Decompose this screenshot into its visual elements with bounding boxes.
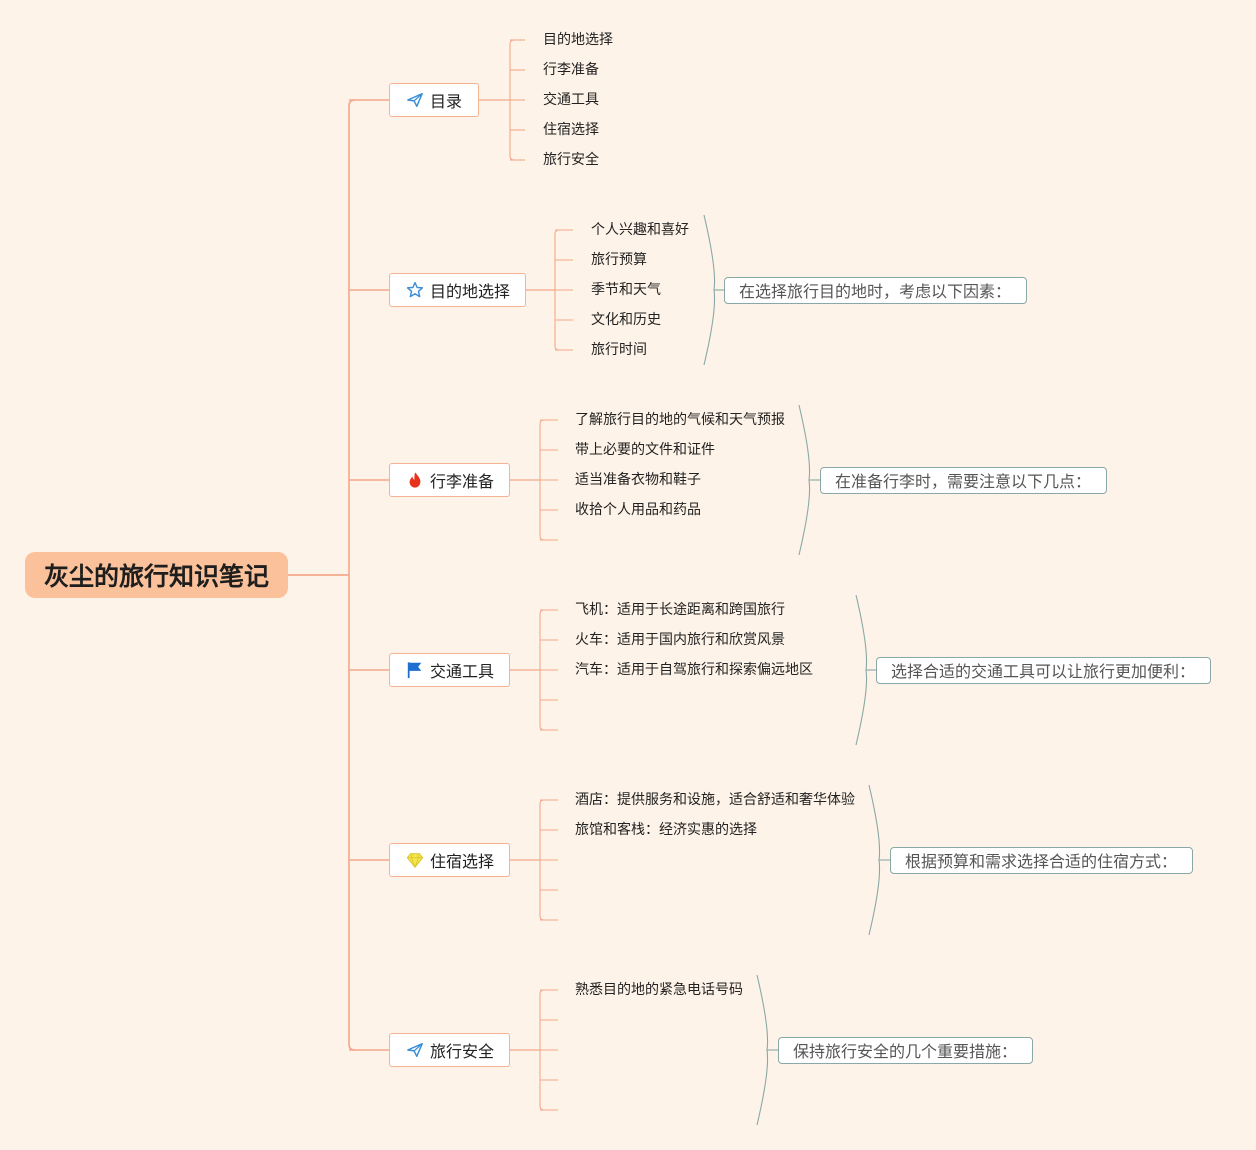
summary-text: 在选择旅行目的地时，考虑以下因素： <box>739 282 1012 301</box>
subtopic[interactable]: 文化和历史 <box>591 312 661 328</box>
subtopic[interactable]: 旅行安全 <box>543 152 599 168</box>
topic-label: 旅行安全 <box>430 1042 495 1061</box>
summary-box[interactable]: 根据预算和需求选择合适的住宿方式： <box>890 846 1193 874</box>
topic-label: 行李准备 <box>430 472 495 491</box>
subtopic[interactable]: 旅馆和客栈：经济实惠的选择 <box>575 822 757 838</box>
subtopic[interactable]: 收拾个人用品和药品 <box>575 502 701 518</box>
topic-5[interactable]: 旅行安全 <box>389 1033 510 1067</box>
topic-4[interactable]: 住宿选择 <box>389 843 510 877</box>
summary-brace <box>855 594 868 746</box>
summary-text: 选择合适的交通工具可以让旅行更加便利： <box>891 662 1196 681</box>
topic-1[interactable]: 目的地选择 <box>389 273 526 307</box>
subtopic[interactable]: 汽车：适用于自驾旅行和探索偏远地区 <box>575 662 813 678</box>
root-title: 灰尘的旅行知识笔记 <box>43 562 269 591</box>
subtopic[interactable]: 个人兴趣和喜好 <box>591 222 689 238</box>
topic-label: 目录 <box>430 92 463 111</box>
paper-plane-icon <box>406 91 424 109</box>
subtopic[interactable]: 目的地选择 <box>543 32 613 48</box>
summary-box[interactable]: 保持旅行安全的几个重要措施： <box>778 1036 1033 1064</box>
summary-text: 保持旅行安全的几个重要措施： <box>793 1042 1018 1061</box>
summary-box[interactable]: 选择合适的交通工具可以让旅行更加便利： <box>876 656 1211 684</box>
summary-brace <box>868 784 881 936</box>
summary-brace <box>756 974 769 1126</box>
root-topic[interactable]: 灰尘的旅行知识笔记 <box>25 552 288 598</box>
summary-brace <box>798 404 811 556</box>
fire-icon <box>406 471 424 489</box>
subtopic[interactable]: 熟悉目的地的紧急电话号码 <box>575 982 743 998</box>
summary-text: 在准备行李时，需要注意以下几点： <box>835 472 1092 491</box>
subtopic[interactable]: 适当准备衣物和鞋子 <box>575 472 701 488</box>
topic-2[interactable]: 行李准备 <box>389 463 510 497</box>
subtopic[interactable]: 旅行预算 <box>591 252 647 268</box>
subtopic[interactable]: 住宿选择 <box>543 122 599 138</box>
diamond-icon <box>406 851 424 869</box>
topic-label: 交通工具 <box>430 662 495 681</box>
subtopic[interactable]: 了解旅行目的地的气候和天气预报 <box>575 412 785 428</box>
trunk-line <box>348 99 356 1051</box>
subtopic[interactable]: 酒店：提供服务和设施，适合舒适和奢华体验 <box>575 792 855 808</box>
subtopic[interactable]: 火车：适用于国内旅行和欣赏风景 <box>575 632 785 648</box>
flag-icon <box>406 661 424 679</box>
subtopic[interactable]: 飞机：适用于长途距离和跨国旅行 <box>575 602 785 618</box>
summary-text: 根据预算和需求选择合适的住宿方式： <box>905 852 1178 871</box>
topic-3[interactable]: 交通工具 <box>389 653 510 687</box>
subtopic[interactable]: 旅行时间 <box>591 342 647 358</box>
summary-box[interactable]: 在准备行李时，需要注意以下几点： <box>820 466 1107 494</box>
subtopic[interactable]: 行李准备 <box>543 62 599 78</box>
topic-label: 目的地选择 <box>430 282 511 301</box>
paper-plane-icon <box>406 1041 424 1059</box>
subtopic[interactable]: 带上必要的文件和证件 <box>575 442 715 458</box>
summary-brace <box>703 214 716 366</box>
subtopic[interactable]: 季节和天气 <box>591 282 661 298</box>
subtopic[interactable]: 交通工具 <box>543 92 599 108</box>
star-icon <box>406 281 424 299</box>
topic-0[interactable]: 目录 <box>389 83 479 117</box>
summary-box[interactable]: 在选择旅行目的地时，考虑以下因素： <box>724 276 1027 304</box>
topic-label: 住宿选择 <box>430 852 495 871</box>
